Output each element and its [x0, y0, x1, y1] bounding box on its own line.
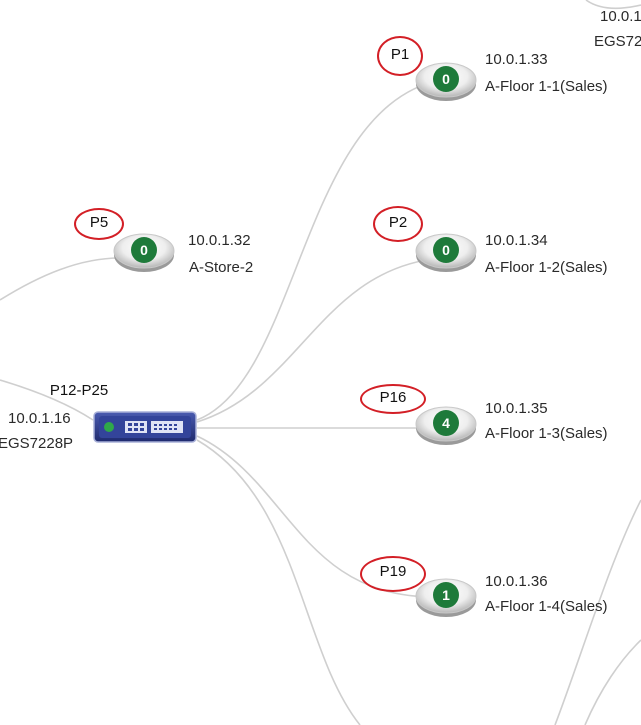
switch-ip: 10.0.1.16 — [8, 410, 71, 427]
port-label-p16: P16 — [360, 384, 426, 414]
link-top-right — [585, 0, 641, 10]
client-count-badge: 1 — [433, 582, 459, 608]
switch-ports-label: P12-P25 — [49, 382, 109, 399]
node-ip: 10.0.1.35 — [485, 400, 548, 417]
port-label-p5: P5 — [74, 208, 124, 240]
port-label-p19: P19 — [360, 556, 426, 592]
node-ip: 10.0.1.34 — [485, 232, 548, 249]
access-point-icon[interactable]: 4 — [414, 402, 478, 448]
link-left-to-switch — [0, 379, 94, 421]
client-count-badge: 0 — [433, 237, 459, 263]
link-right-2 — [584, 639, 641, 725]
port-label-p1: P1 — [377, 36, 423, 76]
partial-device-ip: 10.0.1 — [600, 8, 641, 25]
access-point-icon[interactable]: 0 — [414, 229, 478, 275]
access-point-icon[interactable]: 0 — [414, 58, 478, 104]
partial-device-name: EGS72 — [594, 33, 641, 50]
link-switch-bottom — [196, 439, 361, 725]
client-count-badge: 0 — [131, 237, 157, 263]
node-ip: 10.0.1.32 — [188, 232, 251, 249]
link-switch-p2 — [196, 257, 441, 423]
node-name: A-Store-2 — [189, 259, 254, 276]
port-label-p2: P2 — [373, 206, 423, 242]
node-name: A-Floor 1-1(Sales) — [485, 78, 608, 95]
access-point-icon[interactable]: 0 — [112, 229, 176, 275]
node-name: A-Floor 1-2(Sales) — [485, 259, 608, 276]
switch-name: EGS7228P — [0, 435, 74, 452]
node-name: A-Floor 1-4(Sales) — [485, 598, 608, 615]
client-count-badge: 0 — [433, 66, 459, 92]
link-right-1 — [554, 499, 641, 725]
link-switch-p1 — [196, 79, 441, 421]
access-point-icon[interactable]: 1 — [414, 574, 478, 620]
node-ip: 10.0.1.33 — [485, 51, 548, 68]
node-name: A-Floor 1-3(Sales) — [485, 425, 608, 442]
network-switch-icon[interactable] — [93, 411, 197, 443]
link-left-to-store — [0, 257, 121, 301]
node-ip: 10.0.1.36 — [485, 573, 548, 590]
client-count-badge: 4 — [433, 410, 459, 436]
